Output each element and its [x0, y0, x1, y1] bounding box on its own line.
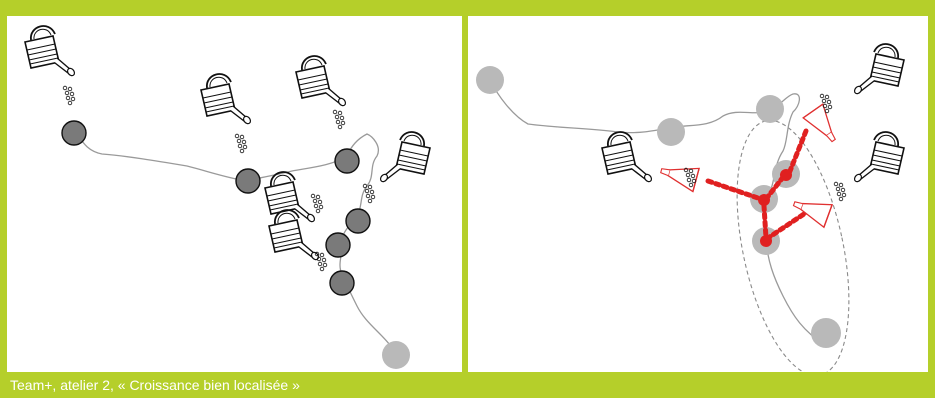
water-drops-icon	[363, 184, 375, 203]
water-drops-icon	[311, 194, 323, 213]
right-diagram	[468, 16, 928, 372]
funnel-icon	[803, 104, 843, 147]
watering-can-icon	[602, 132, 653, 183]
watering-can-icon	[201, 74, 252, 125]
red-dot	[760, 235, 772, 247]
water-drops-icon	[235, 134, 247, 153]
node-6	[330, 271, 354, 295]
flow-right	[768, 210, 810, 238]
watering-can-icon	[379, 132, 430, 183]
node-5	[326, 233, 350, 257]
node-end	[382, 341, 410, 369]
watering-can-icon	[853, 132, 904, 183]
watering-can-icon	[853, 44, 904, 95]
node-4	[346, 209, 370, 233]
right-diagram-panel	[468, 16, 928, 372]
localised-zone	[717, 110, 869, 372]
left-diagram-panel	[7, 16, 462, 372]
node-2	[657, 118, 685, 146]
funnel-icon	[658, 159, 699, 191]
water-drops-icon	[63, 86, 75, 105]
node-end	[811, 318, 841, 348]
red-dot	[758, 194, 770, 206]
watering-can-icon	[265, 172, 316, 223]
node-3	[335, 149, 359, 173]
node-2	[236, 169, 260, 193]
red-dot	[780, 169, 792, 181]
node-1	[62, 121, 86, 145]
watering-can-icon	[25, 26, 76, 77]
flow-down	[764, 206, 766, 238]
figure-caption: Team+, atelier 2, « Croissance bien loca…	[10, 376, 300, 394]
water-drops-icon	[834, 182, 846, 201]
node-3	[756, 95, 784, 123]
left-diagram	[7, 16, 462, 372]
water-drops-icon	[333, 110, 345, 129]
flow-left	[708, 181, 758, 198]
node-1	[476, 66, 504, 94]
watering-can-icon	[296, 56, 347, 107]
